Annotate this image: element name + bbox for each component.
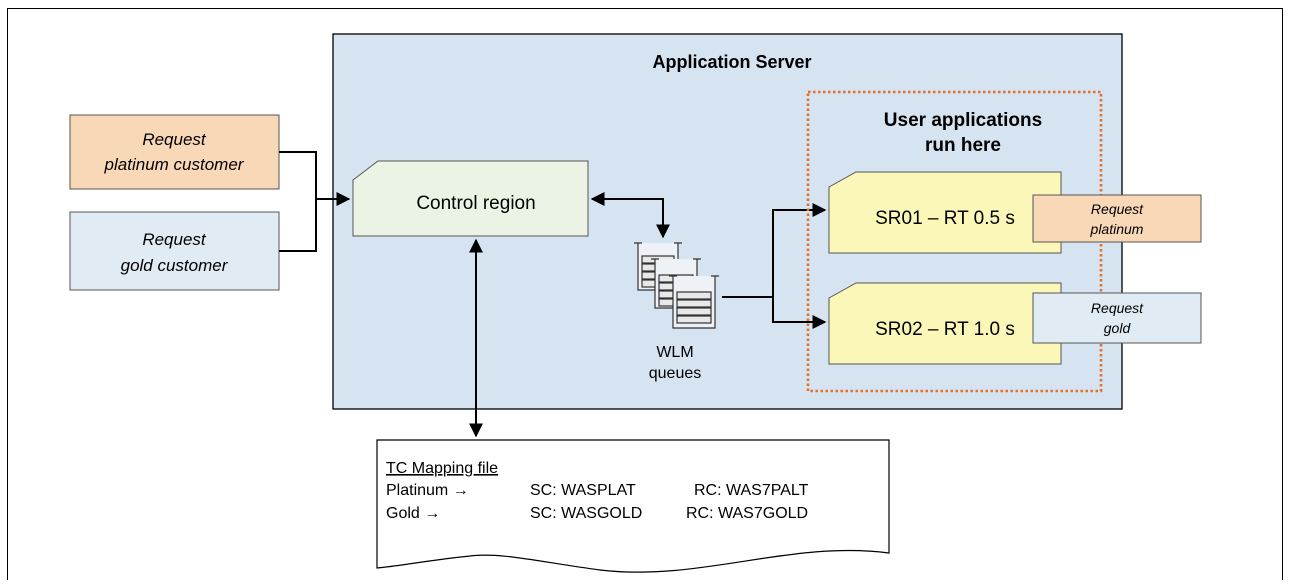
wlm-queues-icon (634, 242, 719, 329)
request-platinum-box (69, 114, 280, 190)
sr02-request-line1: Request (1091, 300, 1144, 316)
sr01-request-line2: platinum (1090, 221, 1144, 237)
servant-region-sr02-label: SR02 – RT 1.0 s (875, 319, 1015, 340)
wlm-to-sr02-branch (772, 297, 827, 329)
mapping-row-gold-sc: SC: WASGOLD (530, 505, 642, 522)
figure-frame (7, 8, 1283, 580)
wlm-to-servant-connector (722, 203, 827, 298)
request-platinum-line2: platinum customer (104, 155, 245, 174)
servant-region-sr01-label: SR01 – RT 0.5 s (875, 208, 1015, 229)
mapping-file-title: TC Mapping file (386, 460, 498, 477)
sr02-request-box (1032, 292, 1202, 344)
application-server-title: Application Server (652, 52, 811, 72)
sr01-request-line1: Request (1091, 201, 1144, 217)
request-gold-line1: Request (142, 230, 207, 249)
mapping-row-platinum-name: Platinum → (386, 482, 469, 499)
sr01-request-box (1032, 194, 1202, 243)
mapping-row-gold-name: Gold → (386, 505, 440, 522)
user-applications-line2: run here (925, 135, 1001, 156)
request-platinum-line1: Request (142, 130, 207, 149)
request-gold-box (69, 211, 280, 291)
user-applications-line1: User applications (884, 110, 1042, 131)
control-to-wlm-arrow (590, 192, 670, 239)
request-gold-line2: gold customer (121, 256, 229, 275)
mapping-file-document (376, 439, 890, 573)
wlm-label-line2: queues (649, 365, 702, 382)
wlm-label-line1: WLM (656, 344, 693, 361)
request-merge-connector (279, 151, 349, 252)
mapping-row-platinum-sc: SC: WASPLAT (530, 482, 636, 499)
mapping-row-platinum-rc: RC: WAS7PALT (694, 482, 809, 499)
sr02-request-line2: gold (1104, 320, 1132, 336)
control-region-box (352, 160, 589, 237)
mapping-row-gold-rc: RC: WAS7GOLD (686, 505, 808, 522)
control-region-label: Control region (416, 193, 535, 214)
